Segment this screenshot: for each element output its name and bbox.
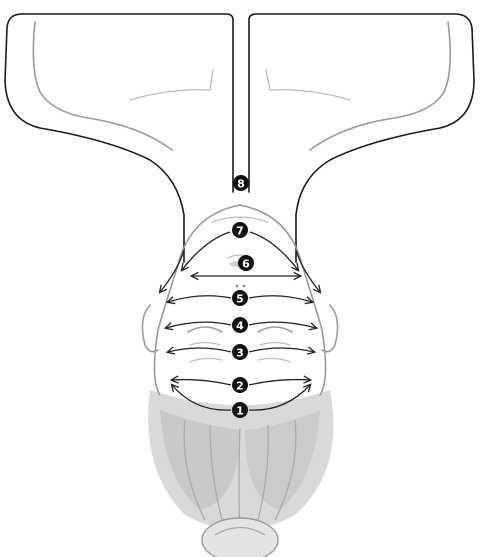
step-5-label: 5 [236, 293, 244, 306]
step-3-label: 3 [236, 347, 244, 360]
arrow-step-3-left [168, 348, 231, 352]
step-8-label: 8 [237, 178, 245, 191]
arrow-step-2-right [249, 380, 310, 385]
arrow-step-2-left [172, 380, 231, 385]
step-3-marker: 3 [232, 344, 248, 360]
step-markers: 8 7 6 5 4 3 2 1 [232, 175, 254, 418]
step-1-label: 1 [236, 405, 244, 418]
step-4-marker: 4 [232, 317, 248, 333]
step-2-label: 2 [236, 380, 244, 393]
step-6-label: 6 [242, 258, 250, 271]
step-4-label: 4 [236, 320, 244, 333]
step-7-label: 7 [236, 225, 244, 238]
step-1-marker: 1 [232, 402, 248, 418]
arrow-step-3-right [249, 348, 314, 352]
arrow-step-5-left [168, 296, 231, 302]
step-6-marker: 6 [238, 255, 254, 271]
arrow-step-5-right [249, 296, 312, 302]
step-7-marker: 7 [232, 222, 248, 238]
step-2-marker: 2 [232, 377, 248, 393]
arrow-step-4-right [249, 322, 316, 328]
step-5-marker: 5 [232, 290, 248, 306]
step-8-marker: 8 [233, 175, 249, 191]
